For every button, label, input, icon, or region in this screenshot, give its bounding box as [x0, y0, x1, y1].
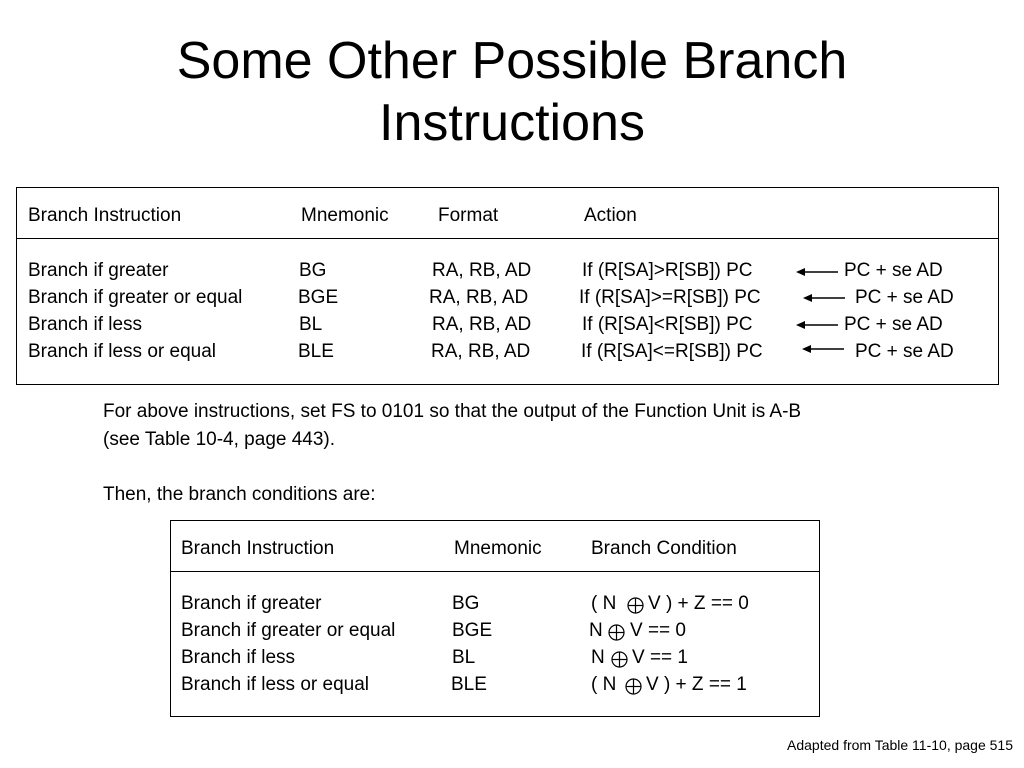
left-arrow-icon	[802, 345, 844, 353]
slide-title-line2: Instructions	[379, 94, 645, 152]
row-format: RA, RB, AD	[432, 314, 532, 335]
header-branch-instruction: Branch Instruction	[181, 538, 335, 559]
left-arrow-icon	[796, 268, 838, 276]
circled-plus-icon	[611, 651, 628, 668]
row-name: Branch if less or equal	[181, 674, 369, 695]
row-mnemonic: BG	[452, 593, 480, 614]
row-name: Branch if less or equal	[28, 341, 216, 362]
row-name: Branch if greater	[28, 260, 169, 281]
row-name: Branch if less	[181, 647, 296, 668]
row-mnemonic: BGE	[452, 620, 493, 641]
row-format: RA, RB, AD	[431, 341, 531, 362]
source-footnote: Adapted from Table 11-10, page 515	[787, 737, 1013, 753]
row-mnemonic: BLE	[298, 341, 334, 362]
left-arrow-icon	[803, 294, 845, 302]
note-line-2: (see Table 10-4, page 443).	[103, 429, 336, 450]
row-condition-left: ( N	[591, 593, 617, 614]
row-action-result: PC + se AD	[855, 287, 954, 308]
header-action: Action	[584, 205, 637, 226]
row-name: Branch if greater or equal	[28, 287, 243, 308]
row-condition-left: N	[589, 620, 603, 641]
row-action-result: PC + se AD	[855, 341, 954, 362]
row-format: RA, RB, AD	[432, 260, 532, 281]
row-mnemonic: BLE	[451, 674, 487, 695]
row-name: Branch if greater	[181, 593, 322, 614]
header-mnemonic: Mnemonic	[454, 538, 542, 559]
note-line-3: Then, the branch conditions are:	[103, 484, 376, 505]
row-mnemonic: BL	[452, 647, 476, 668]
row-condition-right: V == 1	[632, 647, 688, 668]
circled-plus-icon	[627, 597, 644, 614]
note-line-1: For above instructions, set FS to 0101 s…	[103, 401, 802, 422]
slide-title: Some Other Possible Branch Instructions	[0, 30, 1024, 154]
row-format: RA, RB, AD	[429, 287, 529, 308]
row-action-condition: If (R[SA]<=R[SB]) PC	[581, 341, 763, 362]
header-format: Format	[438, 205, 499, 226]
slide-title-line1: Some Other Possible Branch	[176, 32, 848, 90]
row-condition-left: ( N	[591, 674, 617, 695]
header-mnemonic: Mnemonic	[301, 205, 389, 226]
branch-actions-table: Branch Instruction Mnemonic Format Actio…	[16, 187, 999, 385]
branch-conditions-table: Branch Instruction Mnemonic Branch Condi…	[170, 520, 820, 717]
row-action-condition: If (R[SA]>=R[SB]) PC	[579, 287, 761, 308]
row-mnemonic: BGE	[298, 287, 339, 308]
row-action-result: PC + se AD	[844, 260, 943, 281]
row-condition-right: V ) + Z == 1	[646, 674, 747, 695]
row-condition-right: V ) + Z == 0	[648, 593, 749, 614]
table-header-divider	[171, 571, 819, 572]
row-name: Branch if greater or equal	[181, 620, 396, 641]
row-name: Branch if less	[28, 314, 143, 335]
row-condition-left: N	[591, 647, 605, 668]
left-arrow-icon	[796, 321, 838, 329]
row-action-condition: If (R[SA]<R[SB]) PC	[582, 314, 753, 335]
table-header-divider	[17, 238, 998, 239]
header-branch-condition: Branch Condition	[591, 538, 737, 559]
row-condition-right: V == 0	[630, 620, 686, 641]
row-mnemonic: BL	[299, 314, 323, 335]
header-branch-instruction: Branch Instruction	[28, 205, 182, 226]
circled-plus-icon	[625, 678, 642, 695]
row-action-result: PC + se AD	[844, 314, 943, 335]
circled-plus-icon	[608, 624, 625, 641]
row-action-condition: If (R[SA]>R[SB]) PC	[582, 260, 753, 281]
row-mnemonic: BG	[299, 260, 327, 281]
